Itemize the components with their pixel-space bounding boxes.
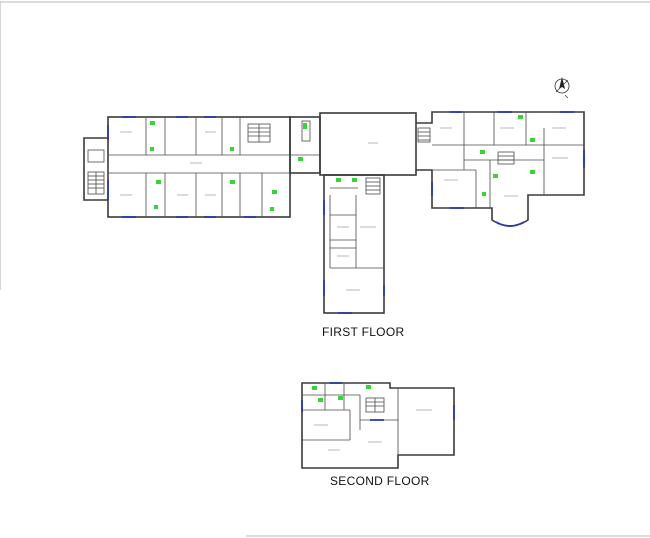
first-floor-label: FIRST FLOOR — [322, 325, 405, 339]
south-annex — [323, 174, 385, 314]
staircase-icon — [87, 171, 105, 195]
west-wing-room-tags — [120, 131, 216, 196]
west-service-block — [289, 116, 321, 174]
east-wing — [416, 111, 585, 227]
first-floor-plan — [83, 111, 585, 314]
west-wing — [107, 116, 291, 218]
second-floor-plan — [301, 382, 455, 469]
second-floor-label: SECOND FLOOR — [330, 474, 430, 488]
central-hall — [319, 112, 417, 176]
left-stair-tower — [83, 137, 108, 201]
north-arrow-icon — [554, 77, 570, 99]
